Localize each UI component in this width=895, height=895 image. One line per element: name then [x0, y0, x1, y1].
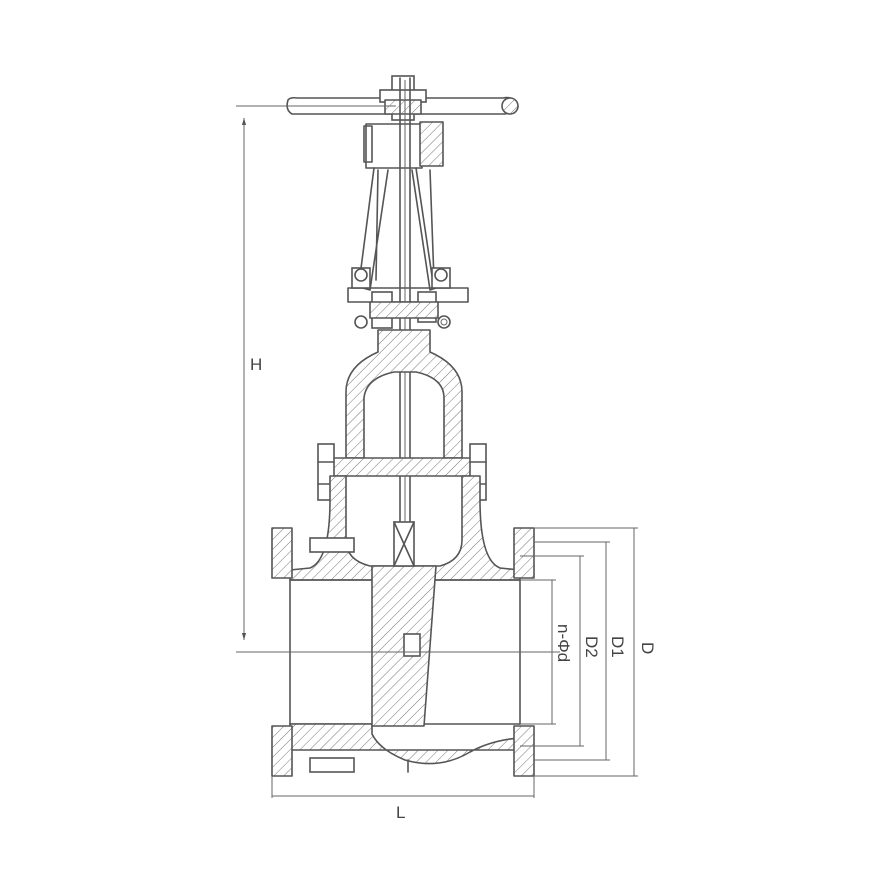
raised-face-label: D2: [582, 636, 601, 658]
handwheel: [286, 75, 519, 169]
dimension-h: H: [236, 105, 396, 640]
bonnet: [317, 329, 487, 501]
length-label: L: [396, 803, 405, 822]
stem: [399, 77, 411, 561]
yoke: [347, 167, 469, 329]
flange-od-label: D: [638, 642, 657, 654]
bolt-circle-label: D1: [608, 636, 627, 658]
height-label: H: [250, 355, 262, 374]
dimension-flange: D D1 D2 n-Φd: [520, 527, 657, 777]
gate-wedge: [371, 521, 437, 727]
dimension-l: L: [271, 776, 535, 822]
bolt-holes-label: n-Φd: [554, 624, 573, 662]
